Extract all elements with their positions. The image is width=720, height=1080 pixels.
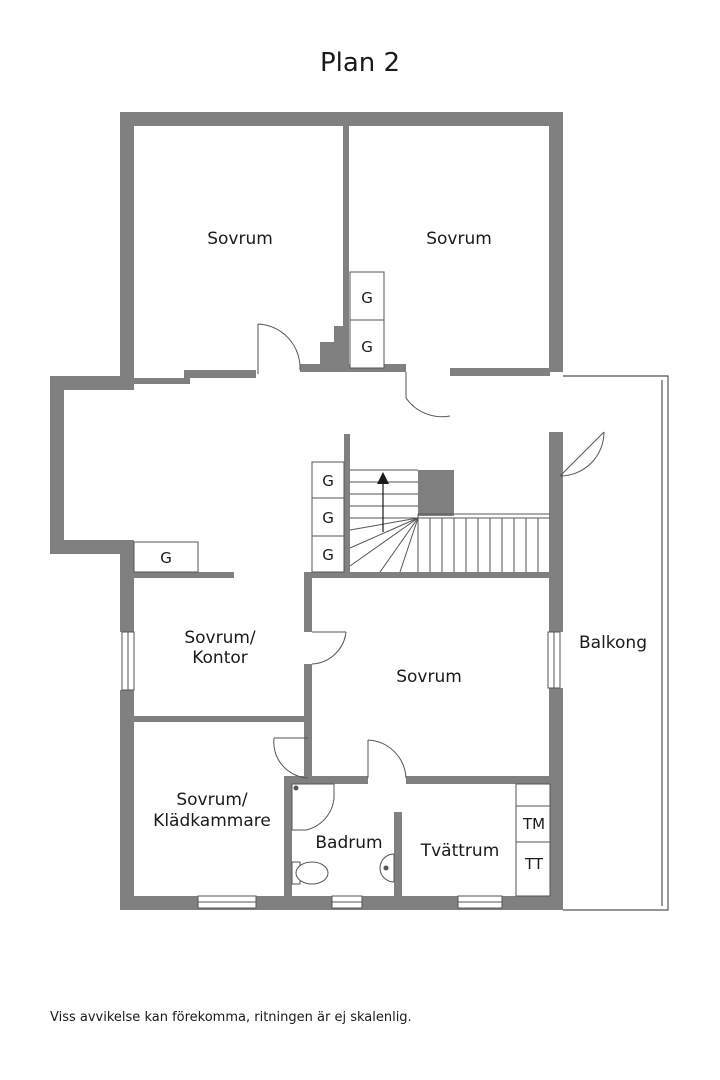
room-label-tvattrum: Tvättrum — [420, 841, 500, 861]
toilet-icon — [291, 861, 329, 885]
door-swing-icon — [367, 739, 407, 779]
window — [331, 895, 363, 909]
sink-icon — [379, 853, 395, 883]
staircase — [349, 469, 550, 573]
wardrobe-label: G — [160, 549, 172, 567]
windows — [121, 631, 561, 909]
balcony — [563, 375, 669, 911]
wardrobe-label: G — [322, 546, 334, 564]
door-swing-icon — [273, 737, 309, 779]
window — [197, 895, 257, 909]
room-label-sovrum-kontor-line2: Kontor — [192, 648, 248, 668]
disclaimer-text: Viss avvikelse kan förekomma, ritningen … — [50, 1010, 412, 1025]
wardrobe-label: G — [322, 509, 334, 527]
window — [457, 895, 503, 909]
wardrobe-label: G — [322, 472, 334, 490]
window — [121, 631, 135, 691]
room-label-sovrum: Sovrum — [426, 229, 492, 249]
room-label-sovrum: Sovrum — [207, 229, 273, 249]
room-labels: Sovrum Sovrum Sovrum/ Kontor Sovrum Sovr… — [153, 229, 647, 861]
dryer-label: TT — [524, 855, 544, 873]
shower — [291, 783, 335, 831]
room-label-badrum: Badrum — [315, 833, 382, 853]
fixture-labels: G G G G G G TM TT — [160, 289, 545, 873]
doors — [257, 323, 605, 779]
washing-machine-label: TM — [522, 815, 545, 833]
stair-direction-arrow-icon — [377, 472, 389, 532]
door-swing-icon — [257, 323, 301, 374]
plan-title: Plan 2 — [319, 48, 401, 78]
wardrobe-label: G — [361, 289, 373, 307]
door-swing-icon — [311, 631, 347, 665]
room-label-sovrum-kontor-line1: Sovrum/ — [184, 628, 256, 648]
room-label-balkong: Balkong — [579, 633, 647, 653]
room-label-kladkammare-line2: Klädkammare — [153, 811, 271, 831]
stair-void — [418, 470, 454, 516]
door-swing-icon — [405, 372, 451, 418]
wardrobes — [133, 271, 551, 897]
wardrobe-label: G — [361, 338, 373, 356]
room-label-kladkammare-line1: Sovrum/ — [176, 790, 248, 810]
room-label-sovrum: Sovrum — [396, 667, 462, 687]
window — [547, 631, 561, 689]
door-swing-icon — [559, 431, 605, 477]
